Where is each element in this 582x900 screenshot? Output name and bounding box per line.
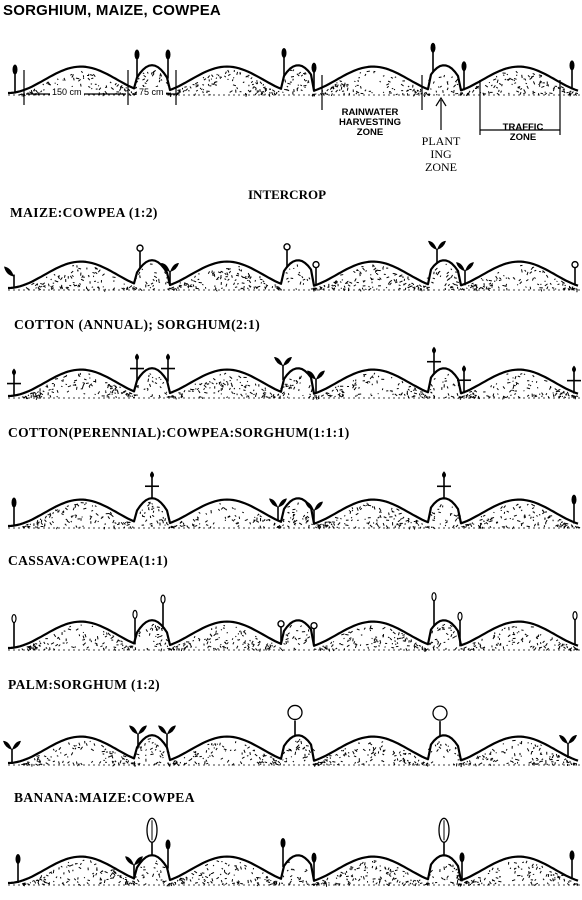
- rainwater-label-line2: HARVESTING: [338, 117, 402, 128]
- cotton-plant-icon: [457, 365, 471, 394]
- sorghum-plant-icon: [11, 497, 17, 527]
- sorghum-plant-icon: [311, 62, 317, 92]
- traffic-label-line1: TRAFFIC: [502, 122, 544, 133]
- cotton-plant-icon: [427, 346, 441, 375]
- cowpea-plant-icon: [3, 740, 21, 764]
- cassava-plant-icon: [132, 609, 138, 645]
- palm-plant-icon: [287, 704, 303, 737]
- planting-arrow-head: [435, 96, 447, 107]
- sorghum-plant-icon: [134, 49, 140, 79]
- cotton-plant-icon: [7, 368, 21, 397]
- maize-plant-icon: [283, 243, 291, 268]
- row-title-cassava-cowpea: CASSAVA:COWPEA(1:1): [8, 553, 169, 568]
- sorghum-plant-icon: [430, 42, 436, 72]
- row-cotton-sorghum-profile: [7, 346, 581, 401]
- cowpea-plant-icon: [129, 725, 147, 749]
- row-banana-maize-cowpea-profile: [7, 817, 580, 887]
- cotton-plant-icon: [161, 353, 175, 382]
- cowpea-plant-icon: [158, 725, 176, 749]
- cowpea-plant-icon: [307, 370, 325, 394]
- row-cotton-cowpea-sorghum-profile: [7, 471, 581, 530]
- row-maize-cowpea-profile: [4, 240, 580, 293]
- furrow-width-label: 150 cm: [50, 87, 84, 97]
- rainwater-label-line1: RAINWATER: [341, 107, 399, 118]
- cowpea-plant-icon: [559, 735, 577, 759]
- ridge-outline: [7, 854, 579, 885]
- row-title-cotton-annual-sorghum: COTTON (ANNUAL); SORGHUM(2:1): [14, 317, 261, 332]
- intercrop-heading: INTERCROP: [248, 187, 327, 202]
- banana-plant-icon: [438, 817, 450, 857]
- row-title-palm-sorghum: PALM:SORGHUM (1:2): [8, 677, 161, 692]
- ridge-outline: [7, 367, 579, 398]
- cotton-plant-icon: [437, 471, 451, 500]
- cowpea-plant-icon: [274, 356, 292, 380]
- ridge-width-label: 75 cm: [137, 87, 166, 97]
- sorghum-plant-icon: [569, 850, 575, 880]
- ridge-outline: [7, 64, 579, 95]
- planting-label-line3: ZONE: [425, 160, 457, 174]
- sorghum-plant-icon: [569, 60, 575, 90]
- cowpea-plant-icon: [428, 240, 446, 264]
- row-title-maize-cowpea: MAIZE:COWPEA (1:2): [10, 205, 158, 220]
- planting-zone-label: PLANT ING ZONE: [418, 135, 464, 174]
- cowpea-plant-icon: [125, 856, 143, 880]
- ridge-outline: [7, 734, 579, 765]
- cotton-plant-icon: [130, 353, 144, 382]
- sorghum-plant-icon: [281, 47, 287, 77]
- sorghum-plant-icon: [165, 839, 171, 869]
- rainwater-label-line3: ZONE: [356, 127, 384, 138]
- cowpea-plant-icon: [305, 501, 323, 525]
- row-main-profile: [7, 42, 580, 98]
- cassava-plant-icon: [160, 594, 166, 630]
- cotton-plant-icon: [145, 471, 159, 500]
- sorghum-plant-icon: [459, 852, 465, 882]
- cassava-plant-icon: [11, 613, 17, 649]
- ridge-outline: [7, 497, 579, 528]
- traffic-zone-label: TRAFFIC ZONE: [490, 123, 556, 143]
- sorghum-plant-icon: [571, 494, 577, 524]
- row-title-banana-maize-cowpea: BANANA:MAIZE:COWPEA: [14, 790, 195, 805]
- row-palm-sorghum-profile: [3, 704, 580, 768]
- cowpea-plant-icon: [456, 262, 474, 286]
- maize-plant-icon: [136, 244, 144, 270]
- traffic-label-line2: ZONE: [509, 132, 537, 143]
- dimension-markers: [23, 70, 561, 135]
- sorghum-plant-icon: [165, 49, 171, 79]
- cassava-plant-icon: [457, 611, 463, 647]
- maize-plant-icon: [277, 620, 285, 645]
- row-title-cotton-perennial-cowpea-sorghum: COTTON(PERENNIAL):COWPEA:SORGHUM(1:1:1): [8, 425, 350, 440]
- palm-plant-icon: [432, 705, 448, 738]
- ridge-outline: [7, 619, 579, 650]
- sorghum-plant-icon: [280, 837, 286, 867]
- cassava-plant-icon: [431, 592, 437, 627]
- planting-label-line1: PLANT: [421, 134, 461, 148]
- main-title: SORGHIUM, MAIZE, COWPEA: [3, 2, 221, 19]
- cassava-plant-icon: [572, 611, 578, 646]
- planting-label-line2: ING: [430, 147, 452, 161]
- sorghum-plant-icon: [311, 852, 317, 882]
- maize-plant-icon: [571, 260, 579, 286]
- rainwater-harvesting-zone-label: RAINWATER HARVESTING ZONE: [332, 108, 408, 138]
- cotton-plant-icon: [567, 365, 581, 394]
- ridge-outline: [7, 259, 579, 290]
- sorghum-plant-icon: [12, 64, 18, 94]
- maize-plant-icon: [310, 621, 318, 647]
- sorghum-plant-icon: [15, 854, 21, 884]
- cowpea-plant-icon: [269, 498, 287, 522]
- row-cassava-cowpea-profile: [7, 592, 580, 653]
- sorghum-plant-icon: [461, 61, 467, 91]
- leafy-plant-icon: [4, 266, 15, 289]
- cowpea-plant-icon: [161, 262, 179, 286]
- maize-plant-icon: [312, 260, 320, 286]
- banana-plant-icon: [146, 817, 158, 857]
